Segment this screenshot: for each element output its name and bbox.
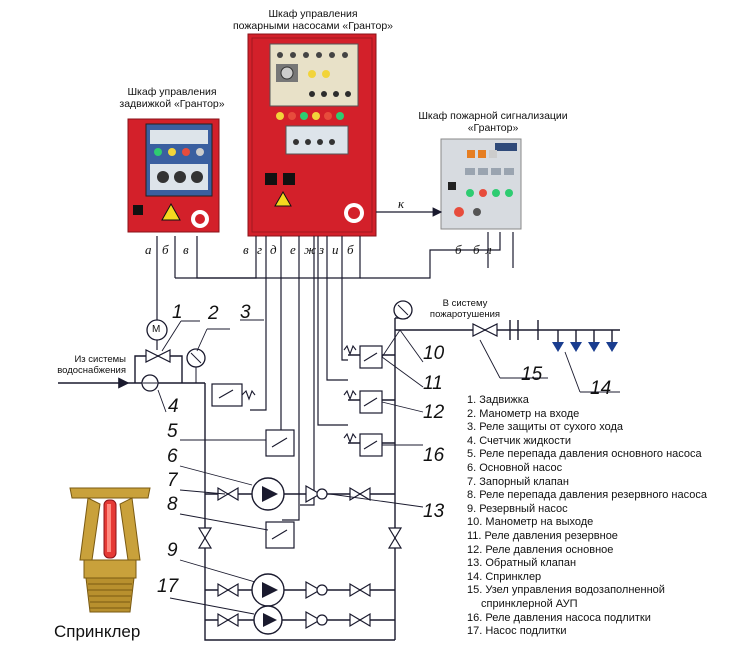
- legend-item: 15. Узел управления водозаполненной: [467, 584, 665, 597]
- pump-control-cabinet: [247, 33, 377, 237]
- pump-cabinet-caption: Шкаф управления пожарными насосами «Гран…: [213, 8, 413, 32]
- alarm-cabinet-title-line1: Шкаф пожарной сигнализации: [418, 110, 568, 122]
- output-label-line2: пожаротушения: [429, 309, 501, 320]
- supply-label-line2: водоснабжения: [57, 365, 126, 376]
- num-1: 1: [172, 302, 183, 323]
- legend-item-continuation: спринклерной АУП: [481, 597, 578, 610]
- alarm-cabinet-title-line2: «Грантор»: [467, 122, 519, 134]
- sprinkler-caption: Спринклер: [54, 622, 141, 641]
- legend-item: 10. Манометр на выходе: [467, 516, 594, 529]
- num-14: 14: [590, 378, 612, 399]
- num-8: 8: [167, 494, 178, 515]
- wire-label-v1: в: [183, 242, 189, 257]
- leader-lines: [157, 319, 620, 615]
- valve-cabinet-title-line2: задвижкой «Грантор»: [119, 98, 225, 110]
- legend-item: 2. Манометр на входе: [467, 407, 580, 420]
- output-label-line1: В систему: [442, 298, 488, 309]
- valve-control-cabinet: [127, 118, 220, 233]
- legend-item: 6. Основной насос: [467, 461, 563, 474]
- num-10: 10: [423, 343, 445, 364]
- supply-label: Из системы водоснабжения: [44, 354, 126, 376]
- wire-label-d: д: [270, 242, 277, 257]
- wire-label-g: г: [257, 242, 263, 257]
- valves: [145, 323, 498, 628]
- motor-drive: [146, 319, 168, 350]
- motor-letter: М: [152, 324, 161, 335]
- reserve-pump: [251, 573, 285, 607]
- supply-label-line1: Из системы: [74, 354, 126, 365]
- pump-cabinet-title-line2: пожарными насосами «Грантор»: [232, 20, 394, 32]
- pump-cabinet-title-line1: Шкаф управления: [268, 8, 358, 20]
- legend-item: 16. Реле давления насоса подлитки: [467, 611, 651, 624]
- wire-label-zh: ж: [304, 242, 317, 257]
- sprinkler-heads: [552, 342, 618, 352]
- legend-item: 17. Насос подлитки: [467, 625, 567, 638]
- wire-label-b3: б: [455, 242, 462, 257]
- legend-item: 14. Спринклер: [467, 570, 542, 583]
- num-17: 17: [157, 576, 179, 597]
- legend-item: 7. Запорный клапан: [467, 475, 569, 488]
- outlet-manometer: [393, 300, 413, 320]
- num-11: 11: [423, 373, 443, 394]
- valve-cabinet-title-line1: Шкаф управления: [127, 86, 217, 98]
- flow-meter: [141, 374, 159, 392]
- wire-label-b1: б: [162, 242, 169, 257]
- valve-cabinet-caption: Шкаф управления задвижкой «Грантор»: [110, 86, 234, 110]
- legend-item: 13. Обратный клапан: [467, 557, 577, 570]
- legend-item: 8. Реле перепада давления резервного нас…: [467, 489, 707, 502]
- legend-item: 3. Реле защиты от сухого хода: [467, 421, 623, 434]
- dry-run-relay: [211, 383, 243, 407]
- wire-label-i: и: [332, 242, 339, 257]
- num-13: 13: [423, 501, 445, 522]
- legend-item: 11. Реле давления резервное: [467, 529, 618, 542]
- wire-label-z: з: [319, 242, 325, 257]
- wire-label-e: е: [290, 242, 296, 257]
- num-2: 2: [208, 303, 219, 324]
- num-6: 6: [167, 446, 178, 467]
- wire-label-l: л: [486, 242, 492, 257]
- num-15: 15: [521, 364, 543, 385]
- num-3: 3: [240, 302, 251, 323]
- num-7: 7: [167, 470, 178, 491]
- num-9: 9: [167, 540, 178, 561]
- main-pump-dp-relay: [265, 429, 295, 457]
- relays: [211, 345, 383, 549]
- wire-label-b4: б: [473, 242, 480, 257]
- wire-g: [250, 236, 267, 411]
- legend-item: 12. Реле давления основное: [467, 543, 614, 556]
- check-valves: [305, 484, 328, 630]
- wire-label-v2: в: [243, 242, 249, 257]
- inlet-manometer: [186, 348, 206, 383]
- legend-item: 1. Задвижка: [467, 394, 529, 406]
- num-16: 16: [423, 445, 445, 466]
- num-4: 4: [168, 396, 179, 417]
- sprinkler-illustration: [69, 487, 151, 613]
- legend-item: 4. Счетчик жидкости: [467, 434, 571, 447]
- wire-label-k: к: [398, 196, 405, 211]
- legend-list: 1. Задвижка 2. Манометр на входе 3. Реле…: [467, 394, 707, 639]
- sprinkler-control-unit: [509, 320, 539, 340]
- wire-label-b2: б: [347, 242, 354, 257]
- num-12: 12: [423, 402, 445, 423]
- legend-item: 9. Резервный насос: [467, 502, 568, 515]
- reserve-pump-dp-relay: [265, 521, 295, 549]
- output-label: В систему пожаротушения: [420, 298, 510, 320]
- fire-alarm-cabinet: [440, 138, 522, 230]
- main-pump: [251, 477, 285, 511]
- num-5: 5: [167, 421, 178, 442]
- legend-item: 5. Реле перепада давления основного насо…: [467, 448, 702, 461]
- jockey-pump: [253, 605, 283, 635]
- wire-label-a: а: [145, 242, 152, 257]
- alarm-cabinet-caption: Шкаф пожарной сигнализации «Грантор»: [403, 110, 583, 134]
